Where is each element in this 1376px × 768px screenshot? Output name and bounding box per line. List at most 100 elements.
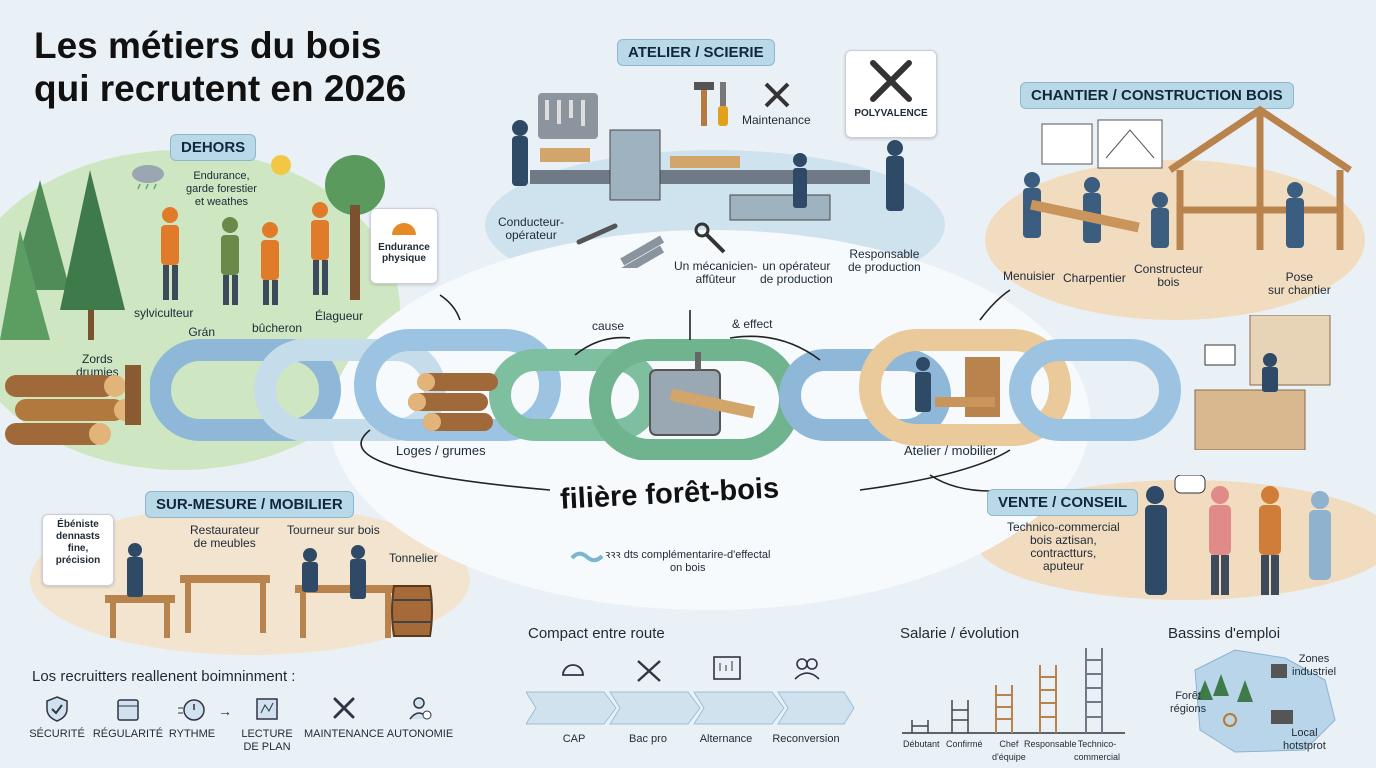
- recruiter-label: SÉCURITÉ: [29, 728, 85, 740]
- salary-level-technico: Technico- commercial: [1074, 739, 1121, 762]
- job-elagueur: Élagueur: [315, 309, 364, 323]
- helmet-icon: [392, 223, 416, 235]
- job-bucheron: bûcheron: [252, 321, 303, 335]
- weather-note: Endurance, garde forestier et weathes: [186, 170, 257, 208]
- forest-illustration: [0, 170, 125, 340]
- recruiter-label: RÉGULARITÉ: [92, 728, 164, 740]
- recruiter-item-rythme: RYTHME: [160, 695, 224, 741]
- swap-icon: [713, 656, 741, 680]
- carpenter-workers: [1023, 172, 1304, 248]
- route-step-label: CAP: [562, 733, 586, 745]
- job-charpentier: Charpentier: [1063, 271, 1126, 285]
- wrench-icon: [576, 223, 618, 245]
- tag-dehors: DEHORS: [170, 134, 257, 161]
- chain-subtitle: ꝛꝛꝛ dts complémentarire-d'effectal on bo…: [605, 549, 771, 574]
- gear-wrench-icon: [694, 222, 726, 254]
- job-conducteur: Conducteur- opérateur: [498, 215, 565, 242]
- flow-arrows: [360, 289, 1011, 492]
- route-step-label: Bac pro: [629, 733, 667, 745]
- workbench-illustration: [105, 543, 395, 638]
- person-check-icon: [409, 697, 432, 720]
- salary-title: Salarie / évolution: [900, 625, 1020, 642]
- job-operateur: un opérateur de production: [760, 259, 833, 286]
- wrench-cross-icon: [764, 82, 790, 108]
- job-pose: Pose sur chantier: [1268, 270, 1331, 297]
- job-responsable: Responsable de production: [848, 247, 921, 274]
- salary-level-chef: Chef d'équipe: [992, 739, 1026, 762]
- salary-ladders: [902, 648, 1125, 734]
- metal-bars-icon: [620, 235, 665, 268]
- sawmill-line: [512, 120, 904, 221]
- job-tonnelier: Tonnelier: [389, 551, 438, 565]
- card-ebeniste-label: Ébéniste dennasts fine, précision: [55, 519, 101, 566]
- screwdriver-icon: [718, 82, 728, 126]
- card-endurance-label: Endurance physique: [378, 242, 430, 264]
- plan-icon: [256, 698, 278, 720]
- basins-title: Bassins d'emploi: [1168, 625, 1281, 642]
- sales-people: [1145, 475, 1331, 595]
- tree-icon: [325, 155, 385, 300]
- chain-cause: cause: [592, 319, 625, 333]
- tag-atelier: ATELIER / SCIERIE: [617, 39, 775, 66]
- recruiter-item-autonomie: AUTONOMIE: [380, 695, 460, 741]
- forest-workers: [161, 202, 329, 305]
- workshop-furniture-icon: [915, 357, 1000, 417]
- calendar-icon: [117, 699, 139, 721]
- blueprint-icon: [1041, 119, 1163, 169]
- card-endurance: Endurance physique: [370, 208, 438, 284]
- tag-chantier: CHANTIER / CONSTRUCTION BOIS: [1020, 82, 1294, 109]
- tools-cross-icon: [870, 60, 912, 102]
- job-sylviculteur: sylviculteur: [134, 306, 194, 320]
- job-mecanicien: Un mécanicien- affûteur: [674, 259, 758, 286]
- job-tourneur: Tourneur sur bois: [287, 523, 380, 537]
- recruiter-label: RYTHME: [168, 728, 216, 740]
- hammer-icon: [694, 82, 714, 126]
- shield-icon: [46, 696, 68, 722]
- recruiter-item-securite: SÉCURITÉ: [22, 695, 92, 741]
- job-maintenance: Maintenance: [742, 113, 811, 127]
- wave-icon: [570, 551, 604, 563]
- page-title: Les métiers du bois qui recrutent en 202…: [34, 25, 407, 109]
- sun-icon: [271, 155, 291, 175]
- tools-icon: [333, 697, 355, 719]
- card-polyvalence: POLYVALENCE: [845, 50, 937, 138]
- route-title: Compact entre route: [528, 625, 665, 642]
- sawmill-machine-icon: [649, 352, 756, 436]
- job-constructeur: Constructeur bois: [1134, 262, 1203, 289]
- route-step-label: Alternance: [699, 733, 753, 745]
- cloud-icon: [132, 165, 164, 190]
- salary-level-responsable: Responsable: [1024, 739, 1077, 749]
- shop-illustration: [1194, 315, 1331, 450]
- log-pile: [5, 365, 141, 445]
- salary-level-debutant: Débutant: [903, 739, 940, 749]
- job-menuisier: Menuisier: [1003, 269, 1056, 283]
- arrow-right-icon: →: [218, 703, 232, 719]
- tag-mobilier: SUR-MESURE / MOBILIER: [145, 491, 354, 518]
- basins-zones: Zones industriel: [1292, 653, 1337, 678]
- recruiter-label: AUTONOMIE: [386, 728, 454, 740]
- graduation-cap-icon: [637, 660, 661, 682]
- recruiter-label: MAINTENANCE: [304, 728, 385, 740]
- recruiter-item-maintenance: MAINTENANCE: [304, 695, 384, 741]
- cycle-icon: [794, 658, 820, 680]
- chain-effect: & effect: [732, 317, 773, 331]
- tool-board-icon: [538, 93, 598, 139]
- basins-local: Local hotstprot: [1283, 727, 1326, 752]
- tag-vente: VENTE / CONSEIL: [987, 489, 1139, 516]
- card-ebeniste: Ébéniste dennasts fine, précision: [42, 514, 114, 586]
- recruiter-label: LECTURE DE PLAN: [241, 728, 293, 753]
- route-arrows: [526, 691, 855, 725]
- recruiters-list: SÉCURITÉ RÉGULARITÉ RYTHME → LECTURE DE …: [22, 695, 462, 755]
- chain-logs-label: Loges / grumes: [396, 443, 486, 458]
- job-restaurateur: Restaurateur de meubles: [190, 523, 260, 550]
- basins-forest: Forêt régions: [1170, 690, 1207, 715]
- recruiter-item-lecture: LECTURE DE PLAN: [232, 695, 302, 754]
- barrel-icon: [391, 585, 433, 637]
- timber-frame: [1168, 105, 1352, 250]
- recruiters-title: Los recruitters reallenent boimninment :: [32, 668, 296, 685]
- route-step-label: Reconversion: [772, 733, 840, 745]
- salary-level-confirme: Confirmé: [946, 739, 983, 749]
- center-logs-icon: [408, 373, 498, 431]
- recruiter-item-regularite: RÉGULARITÉ: [88, 695, 168, 741]
- stopwatch-icon: [178, 699, 205, 721]
